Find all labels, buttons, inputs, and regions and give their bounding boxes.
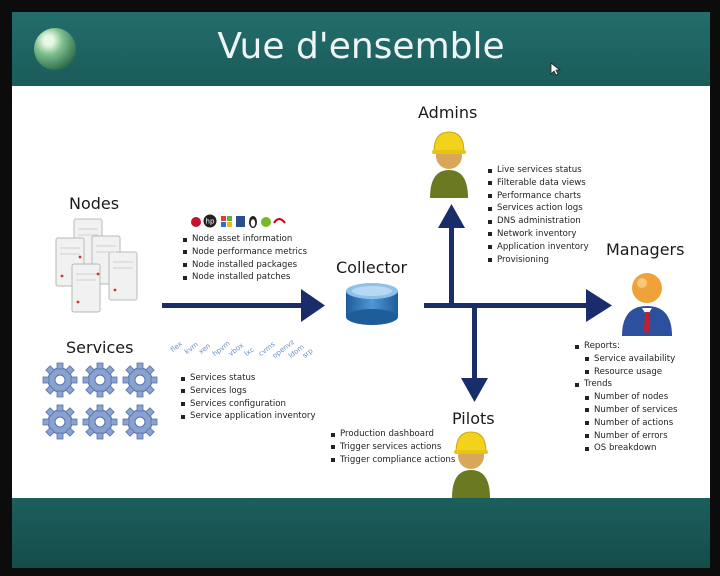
manager-person-icon: [622, 273, 672, 336]
diagram-canvas: Nodes hp Node asset information Node per…: [12, 86, 710, 498]
services-label: Services: [66, 338, 134, 357]
svg-text:hp: hp: [206, 218, 215, 226]
list-item: Filterable data views: [487, 177, 589, 190]
admins-feature-list: Live services status Filterable data vie…: [487, 164, 589, 266]
list-item: Number of nodes: [574, 391, 678, 404]
slide-footer: [12, 498, 710, 568]
servers-icon: [55, 218, 138, 313]
list-item: DNS administration: [487, 215, 589, 228]
solaris-icon: [236, 216, 245, 227]
orb-logo-icon: [34, 28, 76, 70]
arrow-to-pilots: [461, 305, 488, 402]
managers-label: Managers: [606, 240, 685, 259]
nodes-feature-list: Node asset information Node performance …: [182, 233, 307, 284]
windows-icon: [221, 216, 232, 227]
list-item: Reports:: [574, 340, 678, 353]
collector-label: Collector: [336, 258, 408, 277]
list-item: Service availability: [574, 353, 678, 366]
list-item: Services logs: [180, 385, 316, 398]
list-item: Number of services: [574, 404, 678, 417]
pilot-person-icon: [452, 431, 490, 498]
list-item: Trigger services actions: [330, 441, 455, 454]
arrow-nodes-to-collector: [162, 289, 325, 322]
slide-header: Vue d'ensemble: [12, 12, 710, 86]
list-item: Node performance metrics: [182, 246, 307, 259]
list-item: Node installed packages: [182, 259, 307, 272]
list-item: Node installed patches: [182, 271, 307, 284]
gears-icon: [42, 362, 158, 440]
list-item: Services action logs: [487, 202, 589, 215]
services-feature-list: Services status Services logs Services c…: [180, 372, 316, 423]
list-item: OS breakdown: [574, 442, 678, 455]
suse-icon: [261, 217, 271, 227]
debian-icon: [191, 217, 201, 227]
linux-tux-icon: [249, 216, 257, 228]
os-logos: hp: [191, 214, 286, 228]
nodes-label: Nodes: [69, 194, 120, 213]
admins-label: Admins: [418, 103, 478, 122]
slide-title: Vue d'ensemble: [217, 26, 505, 67]
flow-arrows: [55, 204, 612, 402]
list-item: Number of actions: [574, 417, 678, 430]
list-item: Trigger compliance actions: [330, 454, 455, 467]
arrow-collector-to-managers: [424, 289, 612, 322]
database-icon: [346, 283, 398, 325]
mouse-cursor-icon: [550, 62, 562, 76]
pilots-feature-list: Production dashboard Trigger services ac…: [330, 428, 455, 466]
list-item: Services status: [180, 372, 316, 385]
arrow-to-admins: [438, 204, 465, 306]
list-item: Number of errors: [574, 430, 678, 443]
slide: Vue d'ensemble: [12, 12, 710, 568]
hp-icon: hp: [203, 214, 217, 228]
managers-report-list: Reports: Service availability Resource u…: [574, 340, 678, 455]
list-item: Network inventory: [487, 228, 589, 241]
list-item: Node asset information: [182, 233, 307, 246]
list-item: Provisioning: [487, 254, 589, 267]
list-item: Service application inventory: [180, 410, 316, 423]
list-item: Live services status: [487, 164, 589, 177]
list-item: Services configuration: [180, 398, 316, 411]
list-item: Application inventory: [487, 241, 589, 254]
list-item: Trends: [574, 378, 678, 391]
list-item: Production dashboard: [330, 428, 455, 441]
list-item: Performance charts: [487, 190, 589, 203]
redhat-icon: [273, 218, 286, 224]
admin-person-icon: [430, 131, 468, 198]
list-item: Resource usage: [574, 366, 678, 379]
pilots-label: Pilots: [452, 409, 495, 428]
